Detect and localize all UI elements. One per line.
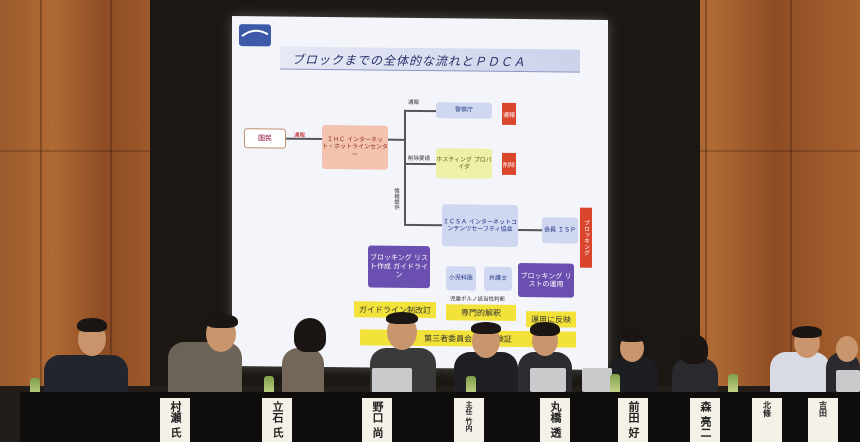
laptop [372, 368, 412, 394]
wood-seam [110, 0, 112, 442]
box-hosting: ホスティング プロバイダ [436, 148, 492, 179]
laptop [530, 368, 566, 392]
laptop [836, 370, 860, 392]
tag-delete: 削除 [502, 152, 516, 176]
nameplate: 森 亮二 [690, 398, 720, 442]
box-ihc: ＩＨＣ インターネット・ホットラインセンター [322, 124, 388, 170]
nameplate: 村瀬 氏 [160, 398, 190, 442]
arrow-line [404, 109, 436, 112]
nameplate: 主任 竹内 [454, 398, 484, 442]
tag-report: 通報 [502, 102, 516, 126]
wood-band [0, 150, 175, 152]
arrow-line [518, 229, 542, 231]
arrow-line [404, 109, 406, 224]
wood-seam [790, 0, 792, 442]
label-judge: 児童ポルノ該当性判断 [450, 296, 506, 303]
water-bottle [728, 374, 738, 394]
box-list-operate: ブロッキング リストの運用 [518, 263, 574, 298]
water-bottle [466, 376, 476, 396]
tag-blocking: ブロッキング [580, 207, 592, 268]
box-kokumin: 国民 [244, 128, 286, 149]
logo-icon [239, 24, 271, 47]
box-pediatrician: 小児科医 [446, 266, 476, 291]
cycle-expert-judge: 専門的解釈 [446, 304, 516, 322]
wood-band [650, 150, 860, 152]
wood-seam [705, 0, 707, 442]
water-bottle [610, 374, 620, 394]
label-report: 通報 [294, 132, 306, 139]
label-notify: 通報 [408, 99, 420, 106]
box-lawyer: 弁護士 [484, 266, 512, 291]
nameplate: 前田 好 [618, 398, 648, 442]
box-isp: 会員 ＩＳＰ [542, 217, 578, 244]
label-info-provide: 情報提供 [393, 187, 399, 210]
nameplate: 北條 [752, 398, 782, 442]
wood-seam [40, 0, 42, 442]
box-icsa: ＩＣＳＡ インターネットコンテンツセーフティ協会 [442, 204, 518, 248]
arrow-line [404, 223, 442, 226]
nameplate: 吉田 [808, 398, 838, 442]
box-police: 警察庁 [436, 102, 492, 119]
box-list-create: ブロッキング リスト作成 ガイドライン [368, 245, 430, 289]
nameplate: 立石 氏 [262, 398, 292, 442]
arrow-line [388, 138, 404, 141]
label-delete-request: 削除要請 [408, 155, 431, 163]
water-bottle [264, 376, 274, 396]
projection-screen: ブロックまでの全体的な流れとＰＤＣＡ 通報 通報 削除要請 情報提供 児童ポルノ… [232, 16, 608, 370]
panel-table [20, 392, 860, 442]
water-bottle [30, 378, 40, 398]
nameplate: 野口 尚 [362, 398, 392, 442]
slide-title: ブロックまでの全体的な流れとＰＤＣＡ [292, 52, 527, 70]
laptop [582, 368, 612, 392]
arrow-line [404, 162, 436, 165]
nameplate: 丸橋 透 [540, 398, 570, 442]
